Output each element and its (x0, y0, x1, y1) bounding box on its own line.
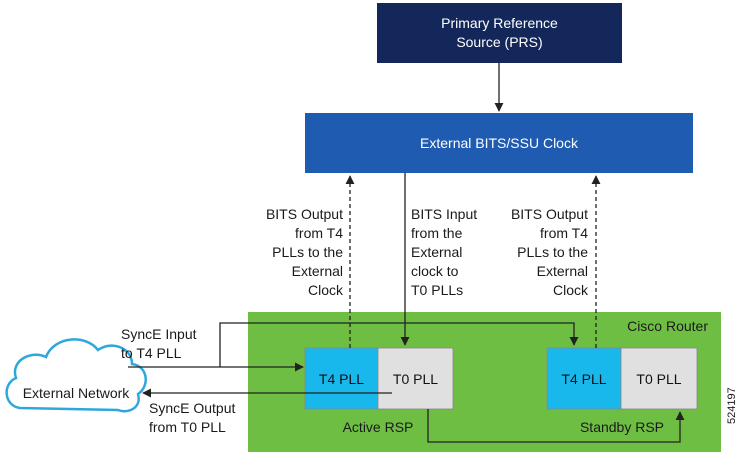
cloud-shape (5, 338, 147, 413)
active-t0-label: T0 PLL (393, 371, 438, 387)
standby-t0-pll (620, 347, 698, 410)
annot-line: to T4 PLL (121, 345, 182, 361)
active-rsp-label: Active RSP (343, 419, 414, 435)
prs-rect (377, 3, 622, 63)
annot-line: PLLs to the (272, 244, 343, 260)
annot-line: from the (411, 225, 463, 241)
synce-input-text: SyncE Input to T4 PLL (121, 326, 197, 361)
annot-line: PLLs to the (517, 244, 588, 260)
annot-line: BITS Input (411, 206, 477, 222)
synce-to-standby-t4-arrow (219, 322, 579, 367)
bits-input-text: BITS Input from the External clock to T0… (411, 206, 477, 298)
annot-line: from T4 (540, 225, 588, 241)
annot-line: T0 PLLs (411, 282, 463, 298)
synce-output-text: SyncE Output from T0 PLL (149, 400, 235, 435)
standby-rsp: T4 PLL T0 PLL Standby RSP (546, 347, 698, 435)
prs-label-line2: Source (PRS) (456, 34, 542, 50)
annot-line: clock to (411, 263, 459, 279)
annot-line: External (292, 263, 343, 279)
annot-line: BITS Output (266, 206, 343, 222)
annot-line: External (537, 263, 588, 279)
bits-clock-box: External BITS/SSU Clock (305, 113, 693, 173)
annot-line: External (411, 244, 462, 260)
standby-t0-label: T0 PLL (636, 371, 681, 387)
active-t0-to-standby-t0-arrow (427, 409, 685, 443)
active-t4-label: T4 PLL (319, 371, 364, 387)
standby-t4-pll (546, 347, 622, 410)
router-label: Cisco Router (627, 318, 708, 334)
annot-line: from T4 (295, 225, 343, 241)
prs-label-line1: Primary Reference (441, 15, 558, 31)
bits-output-right-text: BITS Output from T4 PLLs to the External… (511, 206, 589, 298)
bits-clock-label: External BITS/SSU Clock (420, 135, 579, 151)
bits-clock-rect (305, 113, 693, 173)
active-t0-pll (377, 347, 454, 410)
annot-line: SyncE Output (149, 400, 235, 416)
external-network-label: External Network (23, 385, 131, 401)
annot-line: SyncE Input (121, 326, 197, 342)
annot-line: Clock (308, 282, 344, 298)
annot-line: from T0 PLL (149, 419, 226, 435)
standby-rsp-label: Standby RSP (580, 419, 664, 435)
annot-line: BITS Output (511, 206, 588, 222)
active-rsp: T4 PLL T0 PLL Active RSP (304, 347, 454, 435)
prs-box: Primary Reference Source (PRS) (377, 3, 622, 63)
active-t4-pll (304, 347, 379, 410)
bits-output-left-text: BITS Output from T4 PLLs to the External… (266, 206, 344, 298)
external-network-cloud: External Network (5, 338, 147, 413)
standby-t4-label: T4 PLL (561, 371, 606, 387)
figure-id: 524197 (726, 387, 738, 424)
annot-line: Clock (553, 282, 589, 298)
